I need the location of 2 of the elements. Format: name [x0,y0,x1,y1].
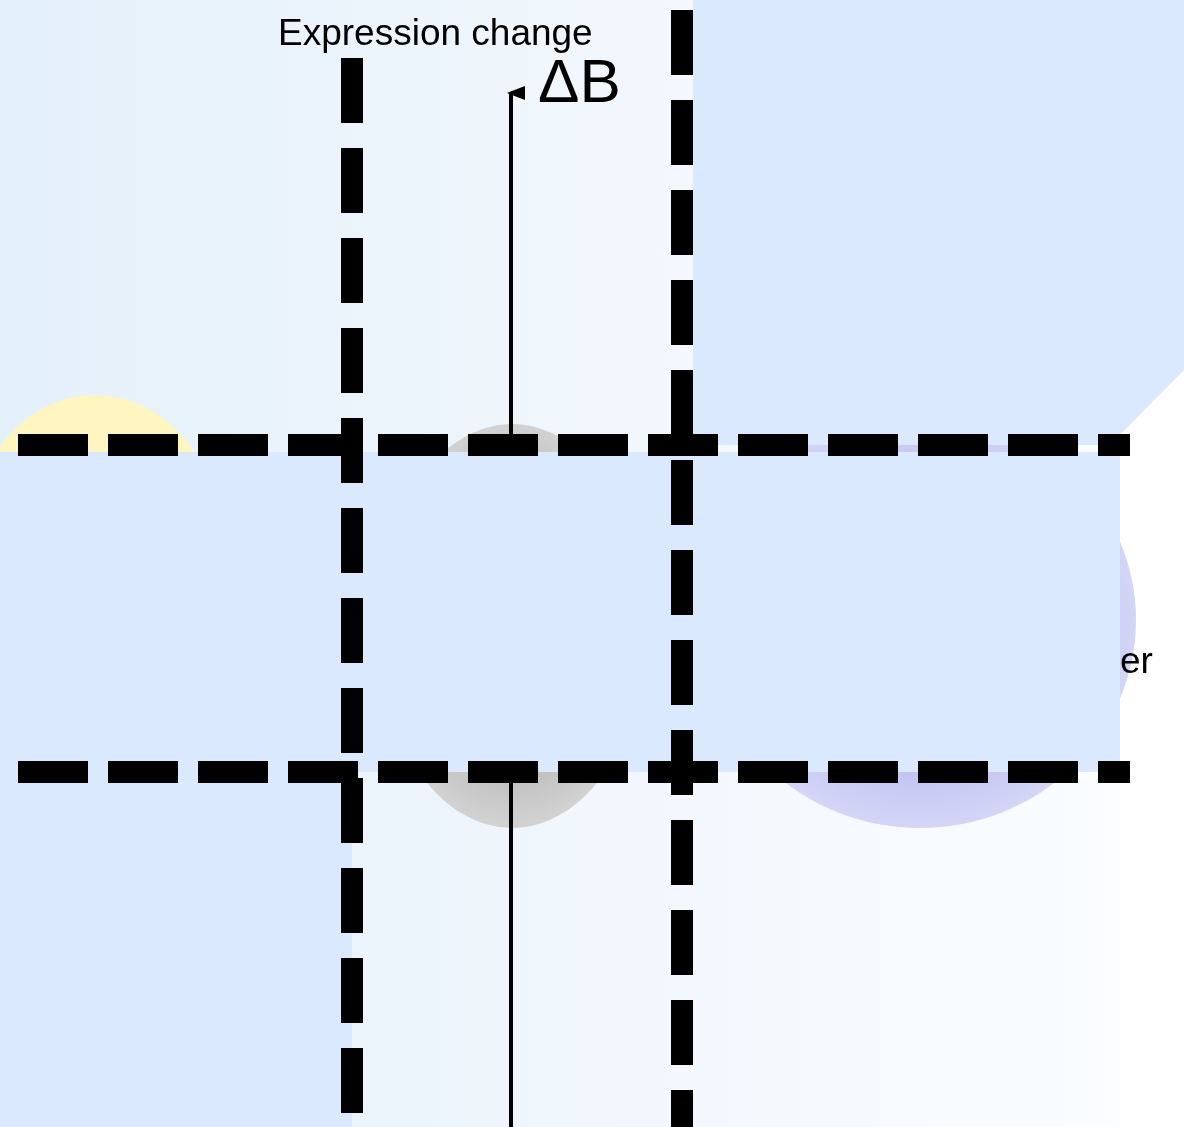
text-fragment: er [1120,642,1153,679]
axis-label: Expression change [278,14,593,51]
